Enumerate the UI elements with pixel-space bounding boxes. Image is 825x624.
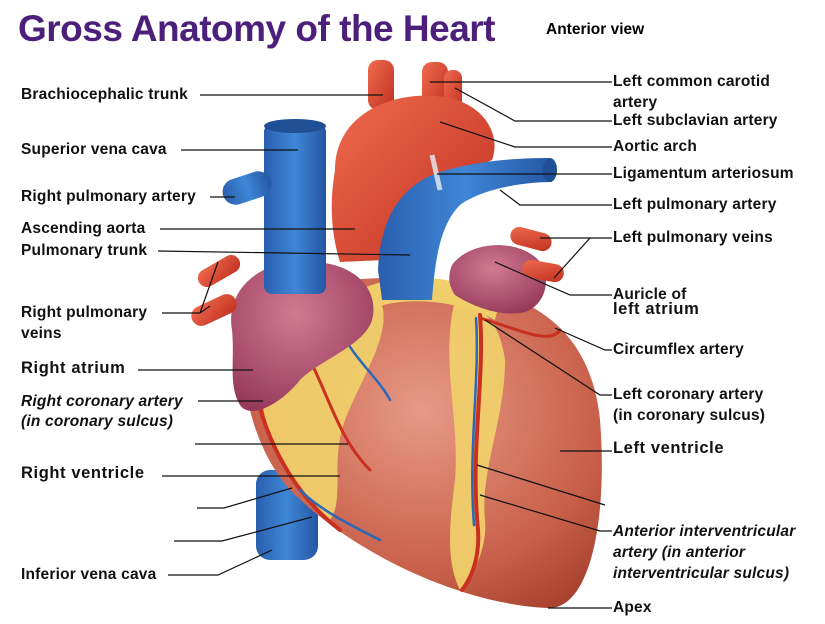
label-ascending-aorta: Ascending aorta	[21, 220, 146, 237]
label-right-ventricle: Right ventricle	[21, 464, 145, 482]
label-left-common-carotid: Left common carotid	[613, 73, 771, 90]
label-pulmonary-trunk: Pulmonary trunk	[21, 242, 148, 259]
fat-band-right	[262, 300, 384, 520]
left-auricle-shape	[449, 245, 546, 314]
label-brachiocephalic-trunk: Brachiocephalic trunk	[21, 86, 188, 103]
pulmonary-trunk-shape	[378, 154, 557, 300]
label-apex: Apex	[613, 599, 652, 616]
page-title: Gross Anatomy of the Heart	[18, 8, 496, 49]
label-superior-vena-cava: Superior vena cava	[21, 141, 167, 158]
label-anterior-interventricular-artery-2: artery (in anterior	[613, 544, 746, 561]
label-aortic-arch: Aortic arch	[613, 138, 698, 155]
right-atrium-shape	[231, 261, 374, 411]
label-ligamentum-arteriosum: Ligamentum arteriosum	[613, 165, 794, 182]
label-right-atrium: Right atrium	[21, 359, 126, 377]
label-right-pulmonary-veins: Right pulmonary	[21, 304, 148, 321]
label-left-pulmonary-artery: Left pulmonary artery	[613, 196, 777, 213]
label-circumflex-artery: Circumflex artery	[613, 341, 744, 358]
label-left-subclavian-artery: Left subclavian artery	[613, 112, 778, 129]
label-anterior-interventricular-artery: Anterior interventricular	[613, 523, 796, 540]
ligamentum-arteriosum-shape	[429, 154, 443, 191]
label-left-pulmonary-veins: Left pulmonary veins	[613, 229, 773, 246]
label-anterior-interventricular-artery-3: interventricular sulcus)	[613, 565, 790, 582]
label-inferior-vena-cava: Inferior vena cava	[21, 566, 157, 583]
label-right-coronary-artery: Right coronary artery	[21, 393, 183, 410]
leader-lines	[138, 81, 612, 609]
label-right-pulmonary-artery: Right pulmonary artery	[21, 188, 196, 205]
label-left-ventricle: Left ventricle	[613, 439, 725, 457]
label-left-common-carotid-2: artery	[613, 94, 658, 111]
label-left-coronary-artery-2: (in coronary sulcus)	[613, 407, 766, 424]
label-right-pulmonary-veins-2: veins	[21, 325, 62, 342]
left-pulmonary-veins-shape	[510, 226, 564, 283]
view-subtitle: Anterior view	[546, 21, 645, 38]
label-auricle-of-left-atrium: Auricle of	[613, 286, 687, 303]
label-left-atrium: left atrium	[613, 300, 700, 318]
aortic-arch-shape	[331, 60, 495, 262]
superior-vena-cava-shape	[222, 119, 326, 294]
label-left-coronary-artery: Left coronary artery	[613, 386, 764, 403]
label-right-coronary-artery-2: (in coronary sulcus)	[21, 413, 174, 430]
right-pulmonary-veins-shape	[191, 255, 241, 326]
